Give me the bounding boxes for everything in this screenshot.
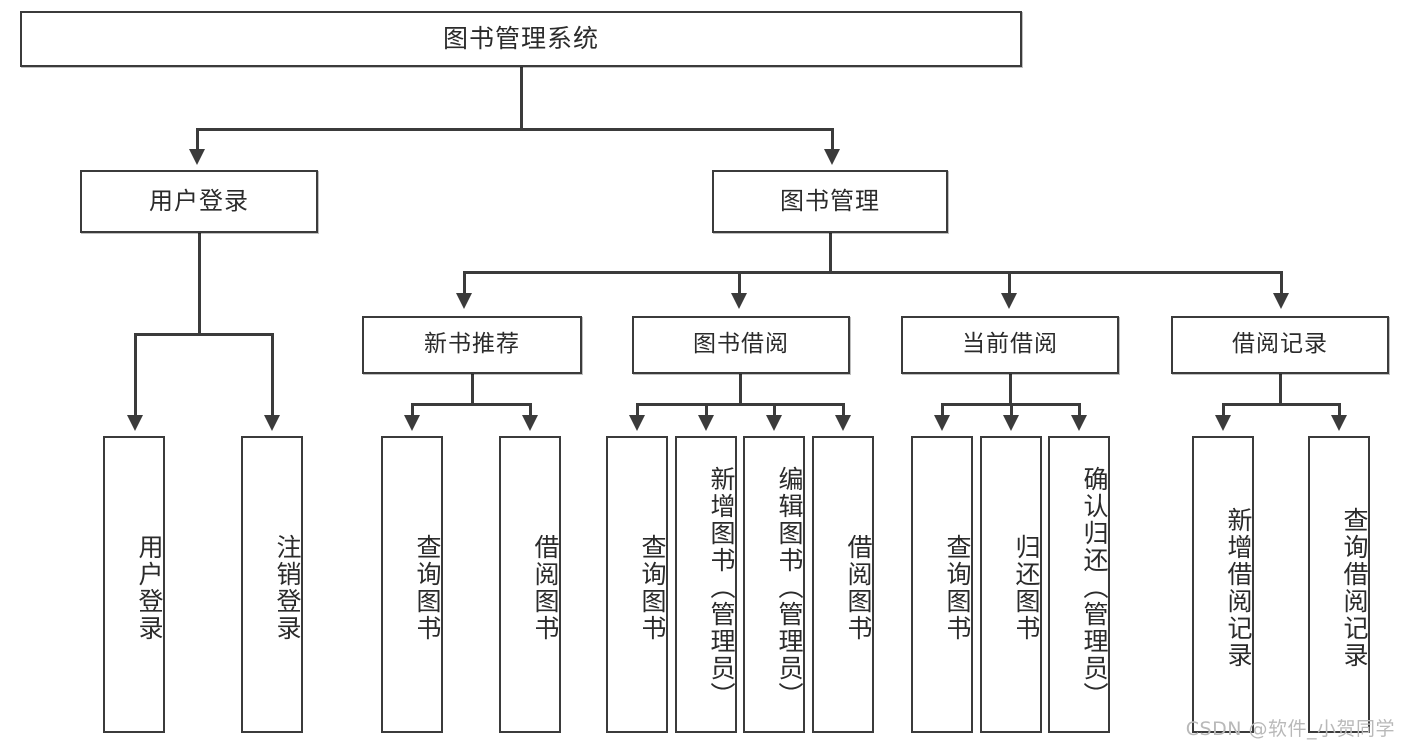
connector-current-borrow-stem (1009, 374, 1012, 405)
connector-nbr-leaf-1 (411, 403, 414, 417)
arrowhead-bb-leaf-1 (629, 415, 645, 431)
node-label: 用户登录 (135, 533, 164, 642)
arrowhead-bb-leaf-4 (835, 415, 851, 431)
node-label: 新增借阅记录 (1224, 506, 1253, 669)
connector-bb-leaf-3 (773, 403, 776, 417)
node-label: 编辑图书（管理员） (775, 466, 804, 709)
leaf-book-borrow-edit-book-admin[interactable]: 编辑图书（管理员） (743, 436, 805, 733)
arrowhead-bb-leaf-3 (766, 415, 782, 431)
leaf-new-book-recommend-query-book[interactable]: 查询图书 (381, 436, 443, 733)
node-label: 借阅图书 (531, 533, 560, 642)
node-label: 查询图书 (638, 533, 667, 642)
leaf-borrow-record-add-record[interactable]: 新增借阅记录 (1192, 436, 1254, 733)
node-root-book-management-system[interactable]: 图书管理系统 (20, 11, 1022, 67)
connector-user-login-to-leaf-2 (271, 333, 274, 417)
node-user-login[interactable]: 用户登录 (80, 170, 318, 233)
leaf-current-borrow-return-book[interactable]: 归还图书 (980, 436, 1042, 733)
connector-nbr-leaf-2 (529, 403, 532, 417)
leaf-book-borrow-borrow-book[interactable]: 借阅图书 (812, 436, 874, 733)
connector-new-book-recommend-bus (411, 403, 532, 406)
node-label: 查询借阅记录 (1340, 506, 1369, 669)
connector-book-management-stem (829, 233, 832, 273)
connector-bm-to-book-borrow (738, 271, 741, 295)
arrowhead-user-login-leaf-2 (264, 415, 280, 431)
connector-root-stem (520, 67, 523, 130)
arrowhead-root-to-user-login (189, 149, 205, 165)
node-label: 用户登录 (149, 187, 249, 216)
node-new-book-recommend[interactable]: 新书推荐 (362, 316, 582, 374)
connector-br-leaf-2 (1338, 403, 1341, 417)
connector-root-to-user-login (196, 128, 199, 151)
node-book-borrow[interactable]: 图书借阅 (632, 316, 850, 374)
connector-user-login-to-leaf-1 (134, 333, 137, 417)
arrowhead-bm-new-book-recommend (456, 293, 472, 309)
leaf-user-login-logout[interactable]: 注销登录 (241, 436, 303, 733)
leaf-borrow-record-query-record[interactable]: 查询借阅记录 (1308, 436, 1370, 733)
node-label: 查询图书 (943, 533, 972, 642)
arrowhead-root-to-book-management (824, 149, 840, 165)
connector-br-leaf-1 (1222, 403, 1225, 417)
arrowhead-cb-leaf-2 (1003, 415, 1019, 431)
connector-borrow-record-stem (1279, 374, 1282, 405)
connector-root-to-book-management (831, 128, 834, 151)
connector-bm-to-current-borrow (1008, 271, 1011, 295)
arrowhead-bm-borrow-record (1273, 293, 1289, 309)
arrowhead-bb-leaf-2 (698, 415, 714, 431)
arrowhead-br-leaf-2 (1331, 415, 1347, 431)
connector-bm-to-new-book-recommend (463, 271, 466, 295)
leaf-book-borrow-query-book[interactable]: 查询图书 (606, 436, 668, 733)
arrowhead-bm-current-borrow (1001, 293, 1017, 309)
connector-book-borrow-bus (636, 403, 845, 406)
node-current-borrow[interactable]: 当前借阅 (901, 316, 1119, 374)
arrowhead-user-login-leaf-1 (127, 415, 143, 431)
leaf-user-login-user-login[interactable]: 用户登录 (103, 436, 165, 733)
connector-new-book-recommend-stem (471, 374, 474, 405)
arrowhead-cb-leaf-1 (934, 415, 950, 431)
leaf-book-borrow-add-book-admin[interactable]: 新增图书（管理员） (675, 436, 737, 733)
connector-bb-leaf-1 (636, 403, 639, 417)
node-label: 新增图书（管理员） (707, 466, 736, 709)
connector-bb-leaf-4 (842, 403, 845, 417)
connector-borrow-record-bus (1222, 403, 1341, 406)
leaf-current-borrow-confirm-return-admin[interactable]: 确认归还（管理员） (1048, 436, 1110, 733)
node-label: 归还图书 (1012, 533, 1041, 642)
node-label: 新书推荐 (424, 331, 520, 358)
connector-user-login-bus (134, 333, 273, 336)
connector-book-management-bus (463, 271, 1283, 274)
arrowhead-cb-leaf-3 (1071, 415, 1087, 431)
arrowhead-nbr-leaf-2 (522, 415, 538, 431)
arrowhead-br-leaf-1 (1215, 415, 1231, 431)
node-borrow-record[interactable]: 借阅记录 (1171, 316, 1389, 374)
node-label: 当前借阅 (962, 331, 1058, 358)
connector-book-borrow-stem (739, 374, 742, 405)
leaf-current-borrow-query-book[interactable]: 查询图书 (911, 436, 973, 733)
connector-cb-leaf-3 (1078, 403, 1081, 417)
node-label: 图书管理 (780, 187, 880, 216)
node-label: 查询图书 (413, 533, 442, 642)
arrowhead-nbr-leaf-1 (404, 415, 420, 431)
connector-user-login-stem (198, 233, 201, 335)
leaf-new-book-recommend-borrow-book[interactable]: 借阅图书 (499, 436, 561, 733)
node-label: 借阅图书 (844, 533, 873, 642)
connector-cb-leaf-1 (941, 403, 944, 417)
node-label: 注销登录 (273, 533, 302, 642)
node-book-management[interactable]: 图书管理 (712, 170, 948, 233)
node-label: 借阅记录 (1232, 331, 1328, 358)
connector-root-bus (196, 128, 834, 131)
connector-bb-leaf-2 (705, 403, 708, 417)
node-label: 图书管理系统 (442, 24, 599, 54)
node-label: 图书借阅 (693, 331, 789, 358)
connector-bm-to-borrow-record (1280, 271, 1283, 295)
arrowhead-bm-book-borrow (731, 293, 747, 309)
connector-cb-leaf-2 (1010, 403, 1013, 417)
node-label: 确认归还（管理员） (1080, 466, 1109, 709)
